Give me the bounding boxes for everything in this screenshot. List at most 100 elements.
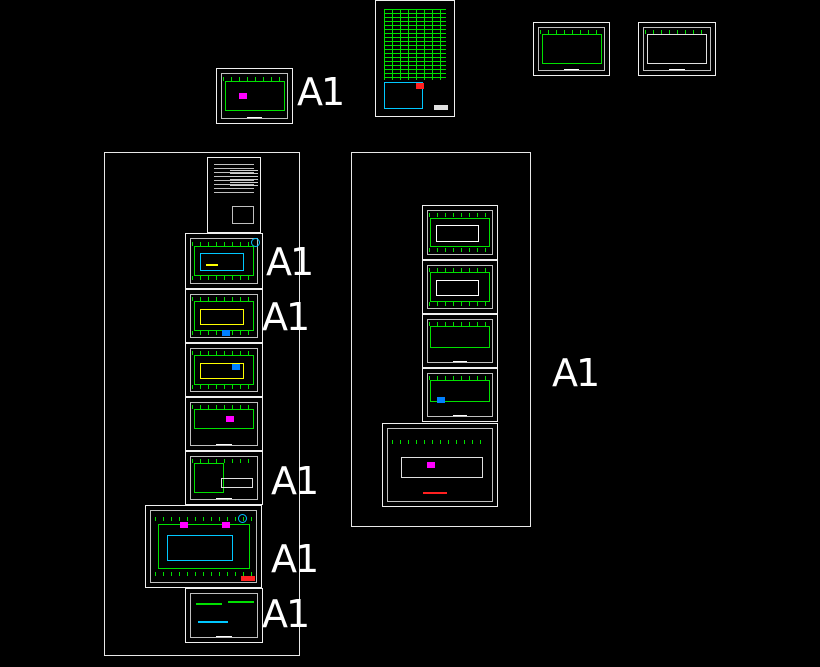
grid-axis	[540, 30, 603, 35]
floor-plan	[430, 217, 490, 248]
table-grid	[384, 9, 446, 81]
floor-plan	[430, 380, 490, 403]
grid-axis	[428, 322, 492, 327]
drawing-sheet-top-right-1[interactable]	[533, 22, 610, 76]
sheet-border	[538, 27, 605, 71]
floor-plan	[646, 34, 708, 64]
floor-plan	[193, 245, 255, 277]
drawing-sheet-right-3[interactable]	[422, 314, 498, 368]
grid-axis	[428, 301, 492, 306]
title-block	[241, 576, 255, 581]
sheet-border	[190, 348, 258, 392]
floor-plan	[430, 326, 490, 349]
drawing-sheet-right-2[interactable]	[422, 260, 498, 314]
layout-frame-left[interactable]	[104, 152, 300, 656]
grid-axis	[192, 297, 256, 302]
drawing-sheet-floor-3[interactable]	[185, 343, 263, 397]
detail-line	[228, 601, 254, 603]
drawing-caption	[452, 414, 468, 416]
drawing-sheet-top-tall[interactable]	[375, 0, 455, 117]
drawing-sheet-right-4[interactable]	[422, 368, 498, 422]
grid-axis	[428, 268, 492, 273]
drawing-caption	[564, 68, 579, 70]
table-box	[232, 206, 254, 224]
sheet-border	[190, 238, 258, 284]
grid-axis	[428, 213, 492, 218]
room-layout	[436, 279, 480, 297]
detail-line	[196, 603, 222, 605]
sheet-border	[190, 456, 258, 500]
drawing-caption	[247, 116, 262, 118]
paper-size-label: A1	[262, 295, 310, 339]
highlight-mark	[239, 93, 247, 99]
paper-size-label: A1	[552, 351, 600, 395]
legend	[230, 170, 258, 186]
room-layout	[199, 308, 244, 326]
highlight-mark	[416, 83, 424, 89]
drawing-sheet-right-1[interactable]	[422, 205, 498, 260]
annotation-line	[206, 264, 218, 266]
drawing-caption	[669, 68, 685, 70]
drawing-caption	[216, 635, 232, 637]
floor-plan	[193, 463, 224, 493]
room-layout	[436, 225, 480, 243]
highlight-mark	[226, 416, 234, 422]
drawing-sheet-details[interactable]	[185, 588, 263, 643]
detail-line	[198, 621, 228, 623]
paper-size-label: A1	[266, 240, 314, 284]
floor-plan	[224, 80, 285, 112]
floor-plan	[193, 409, 255, 430]
room-layout	[166, 535, 234, 562]
title-block	[434, 105, 448, 110]
highlight-mark	[222, 522, 230, 528]
grid-axis	[155, 571, 252, 576]
scale-bar	[423, 492, 447, 494]
drawing-sheet-floor-5[interactable]	[185, 451, 263, 505]
drawing-sheet-floor-4[interactable]	[185, 397, 263, 451]
grid-axis	[645, 30, 709, 35]
drawing-sheet-top-right-2[interactable]	[638, 22, 716, 76]
grid-axis	[428, 376, 492, 381]
highlight-mark	[427, 462, 435, 468]
drawing-sheet-floor-1[interactable]	[185, 233, 263, 289]
sheet-border	[190, 294, 258, 338]
highlight-mark	[437, 397, 445, 403]
layout-frame-right[interactable]	[351, 152, 531, 527]
room-layout	[220, 478, 253, 489]
grid-axis	[428, 247, 492, 252]
room-layout	[199, 362, 244, 380]
highlight-mark	[232, 364, 240, 370]
sheet-border	[221, 73, 288, 119]
paper-size-label: A1	[262, 592, 310, 636]
drawing-sheet-notes[interactable]	[207, 157, 261, 233]
north-arrow-icon	[238, 514, 247, 523]
sheet-border	[427, 265, 493, 309]
paper-size-label: A1	[297, 70, 345, 114]
grid-axis	[192, 241, 256, 246]
grid-axis	[192, 384, 256, 389]
sheet-border	[427, 373, 493, 417]
grid-axis	[155, 517, 252, 522]
sheet-border	[150, 510, 257, 583]
floor-plan	[541, 34, 602, 64]
detail-plan	[383, 81, 423, 110]
grid-axis	[192, 276, 256, 281]
site-plan	[401, 456, 484, 479]
drawing-sheet-detail-large[interactable]	[145, 505, 262, 588]
sheet-border	[190, 593, 258, 638]
sheet-border	[427, 210, 493, 255]
floor-plan	[193, 355, 255, 385]
floor-plan	[157, 523, 250, 570]
sheet-border	[643, 27, 711, 71]
grid-axis	[192, 405, 256, 410]
drawing-sheet-top-left[interactable]	[216, 68, 293, 124]
drawing-sheet-floor-2[interactable]	[185, 289, 263, 343]
grid-axis	[392, 440, 488, 445]
highlight-mark	[180, 522, 188, 528]
highlight-mark	[222, 330, 230, 336]
drawing-sheet-right-site[interactable]	[382, 423, 498, 507]
sheet-border	[190, 402, 258, 446]
grid-axis	[223, 76, 286, 81]
sheet-border	[387, 428, 493, 502]
drawing-caption	[216, 497, 232, 499]
